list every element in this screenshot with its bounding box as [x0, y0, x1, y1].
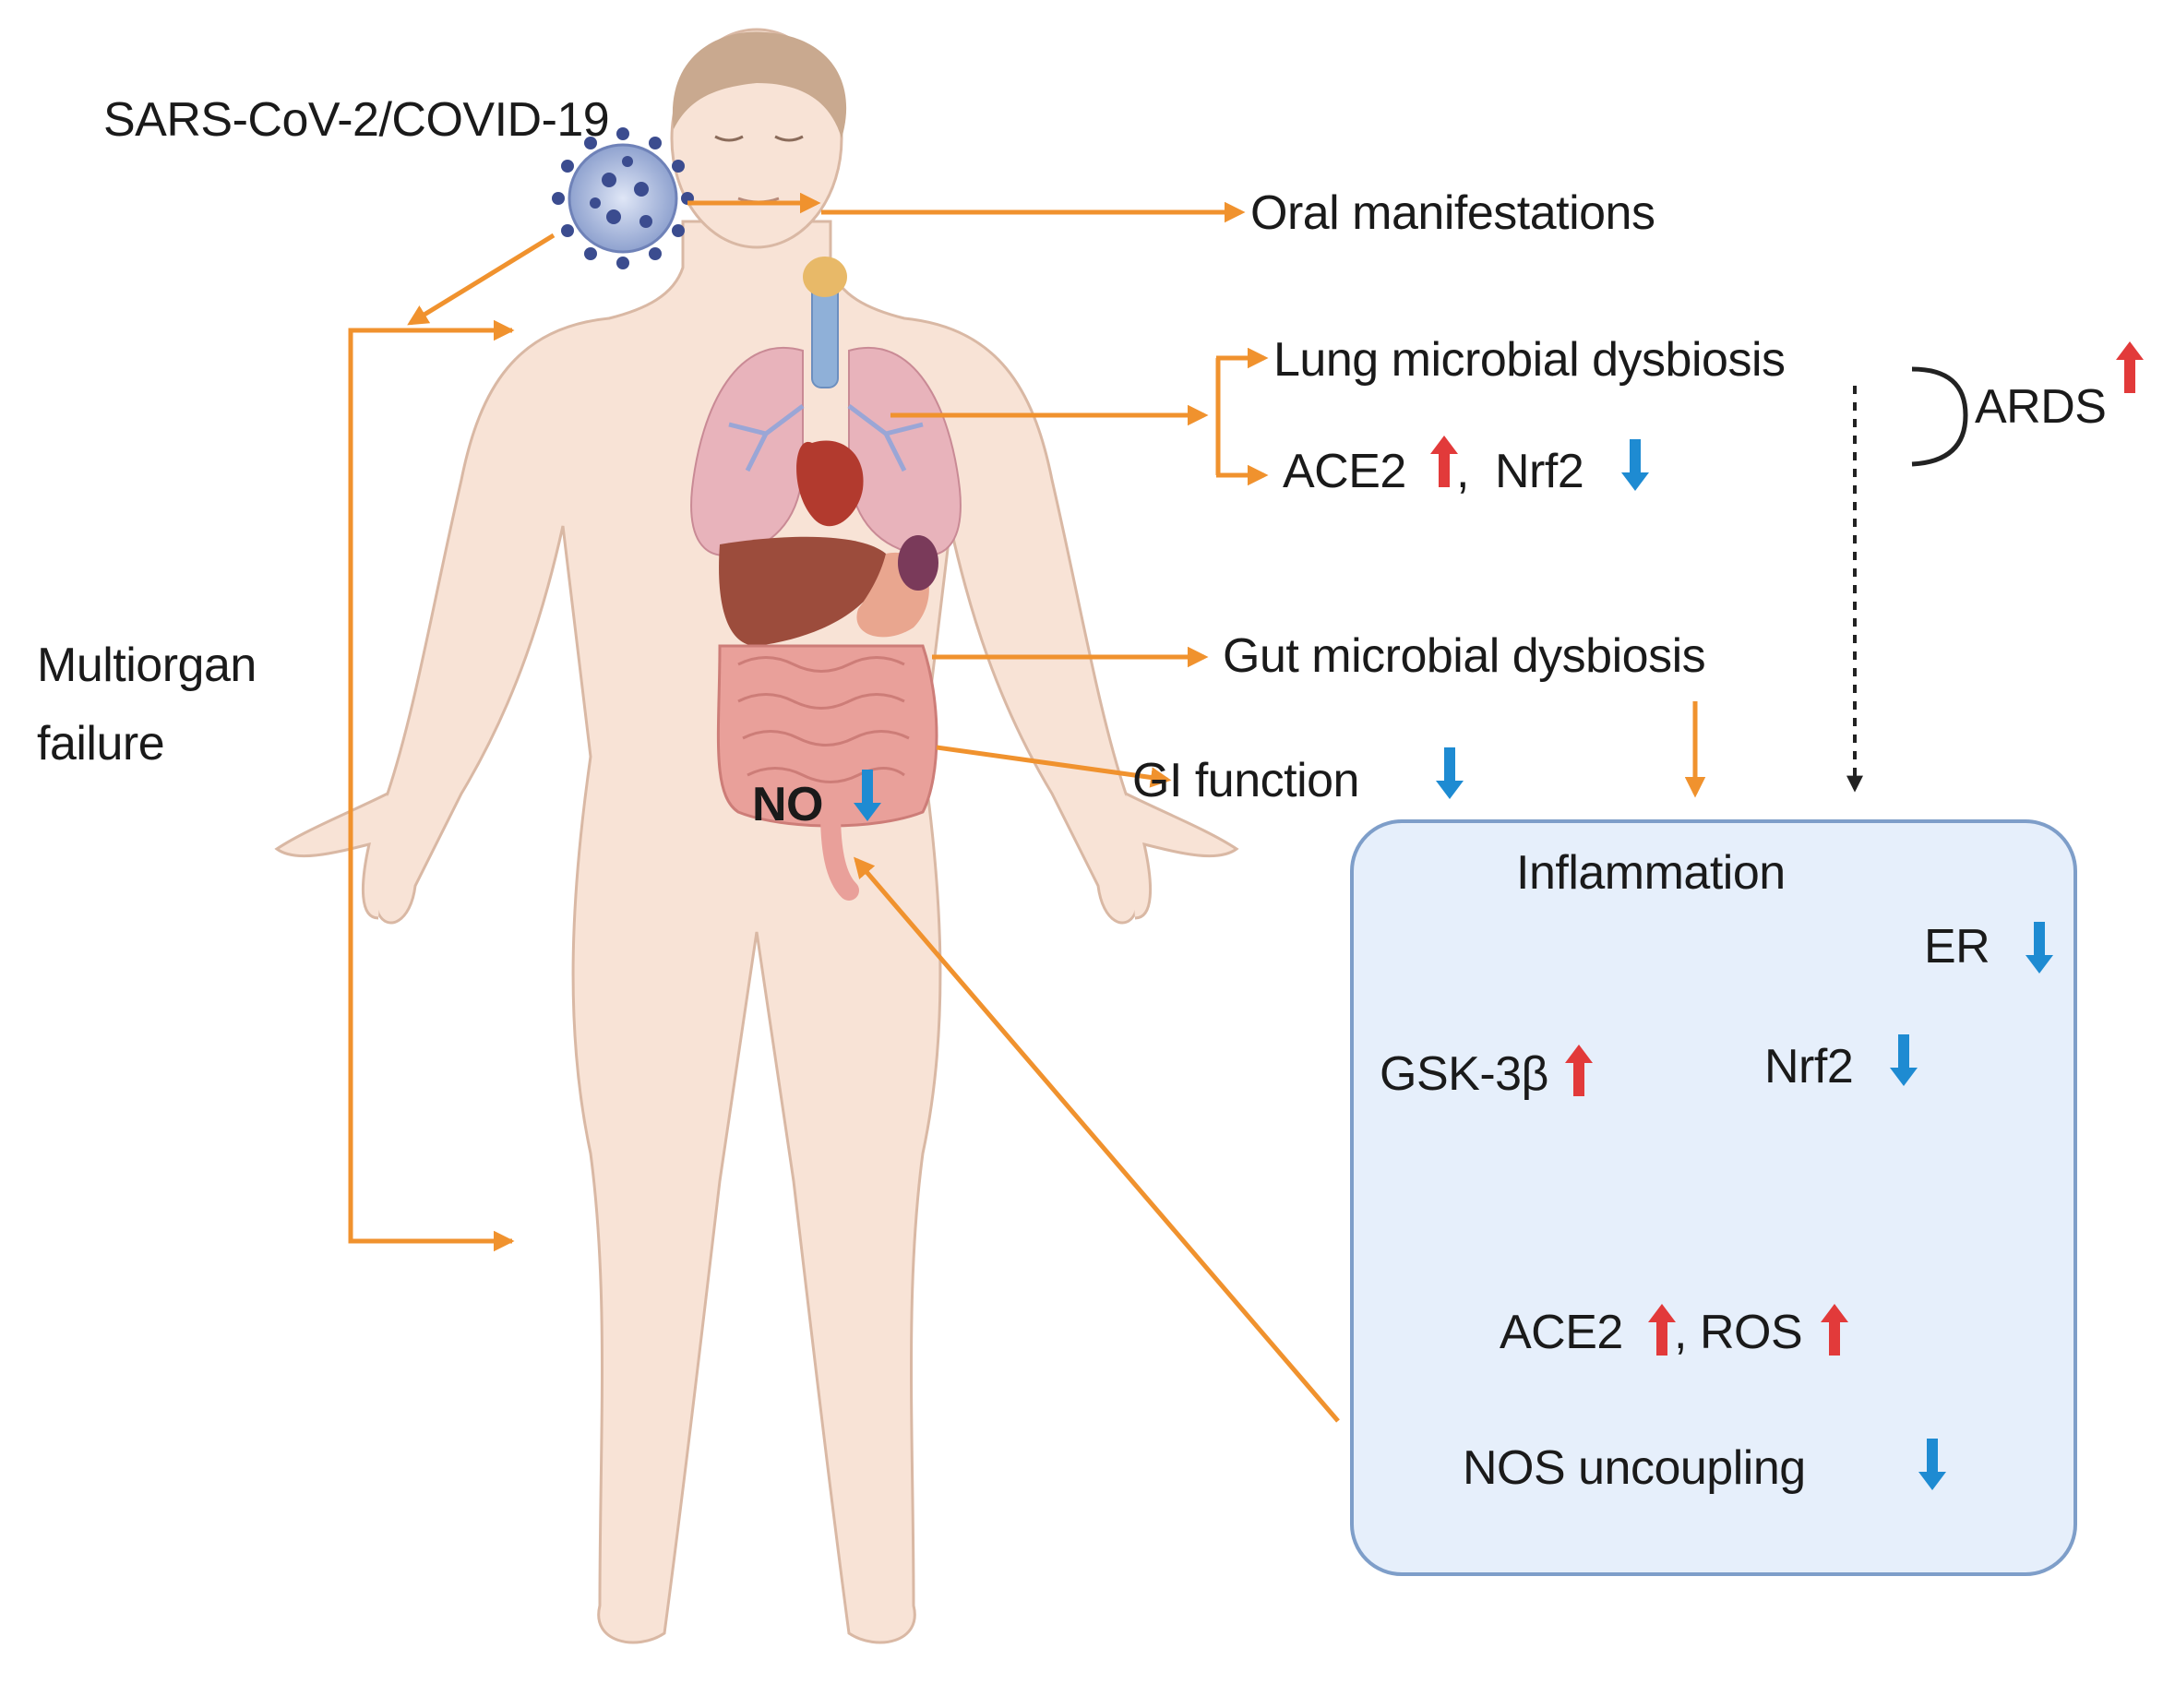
lung-ace2-label: ACE2 — [1283, 445, 1406, 498]
ards-bracket — [1911, 366, 1968, 467]
multiorgan-bracket — [348, 328, 512, 1244]
arrow-virus-to-multiorgan — [407, 233, 556, 326]
human-body — [274, 28, 1239, 1644]
nos-uncoupling-label: NOS uncoupling — [1463, 1441, 1806, 1495]
lung-dysbiosis-label: Lung microbial dysbiosis — [1273, 333, 1786, 387]
box-comma: , — [1674, 1306, 1687, 1359]
pathway-box — [1350, 819, 2077, 1576]
multiorgan-label-line1: Multiorgan — [37, 639, 257, 692]
oral-manifestations-label: Oral manifestations — [1250, 186, 1655, 240]
arrow-box-to-colon — [854, 856, 1340, 1423]
er-label: ER — [1924, 920, 1990, 973]
coronavirus-icon — [552, 127, 694, 269]
ros-label: ROS — [1700, 1306, 1803, 1359]
ards-label: ARDS — [1975, 380, 2107, 434]
box-nrf2-label: Nrf2 — [1764, 1040, 1854, 1093]
virus-label: SARS-CoV-2/COVID-19 — [103, 93, 610, 147]
gi-function-label: GI function — [1132, 754, 1359, 807]
gut-dysbiosis-label: Gut microbial dysbiosis — [1223, 629, 1706, 683]
multiorgan-label-line2: failure — [37, 717, 165, 770]
lung-comma: , — [1456, 445, 1469, 498]
box-ace2-label: ACE2 — [1500, 1306, 1623, 1359]
lung-nrf2-label: Nrf2 — [1495, 445, 1584, 498]
inflammation-label: Inflammation — [1516, 846, 1786, 900]
no-label: NO — [752, 778, 824, 831]
arrow-to-gi-function — [936, 745, 1172, 788]
gsk3b-label: GSK-3β — [1380, 1047, 1548, 1101]
